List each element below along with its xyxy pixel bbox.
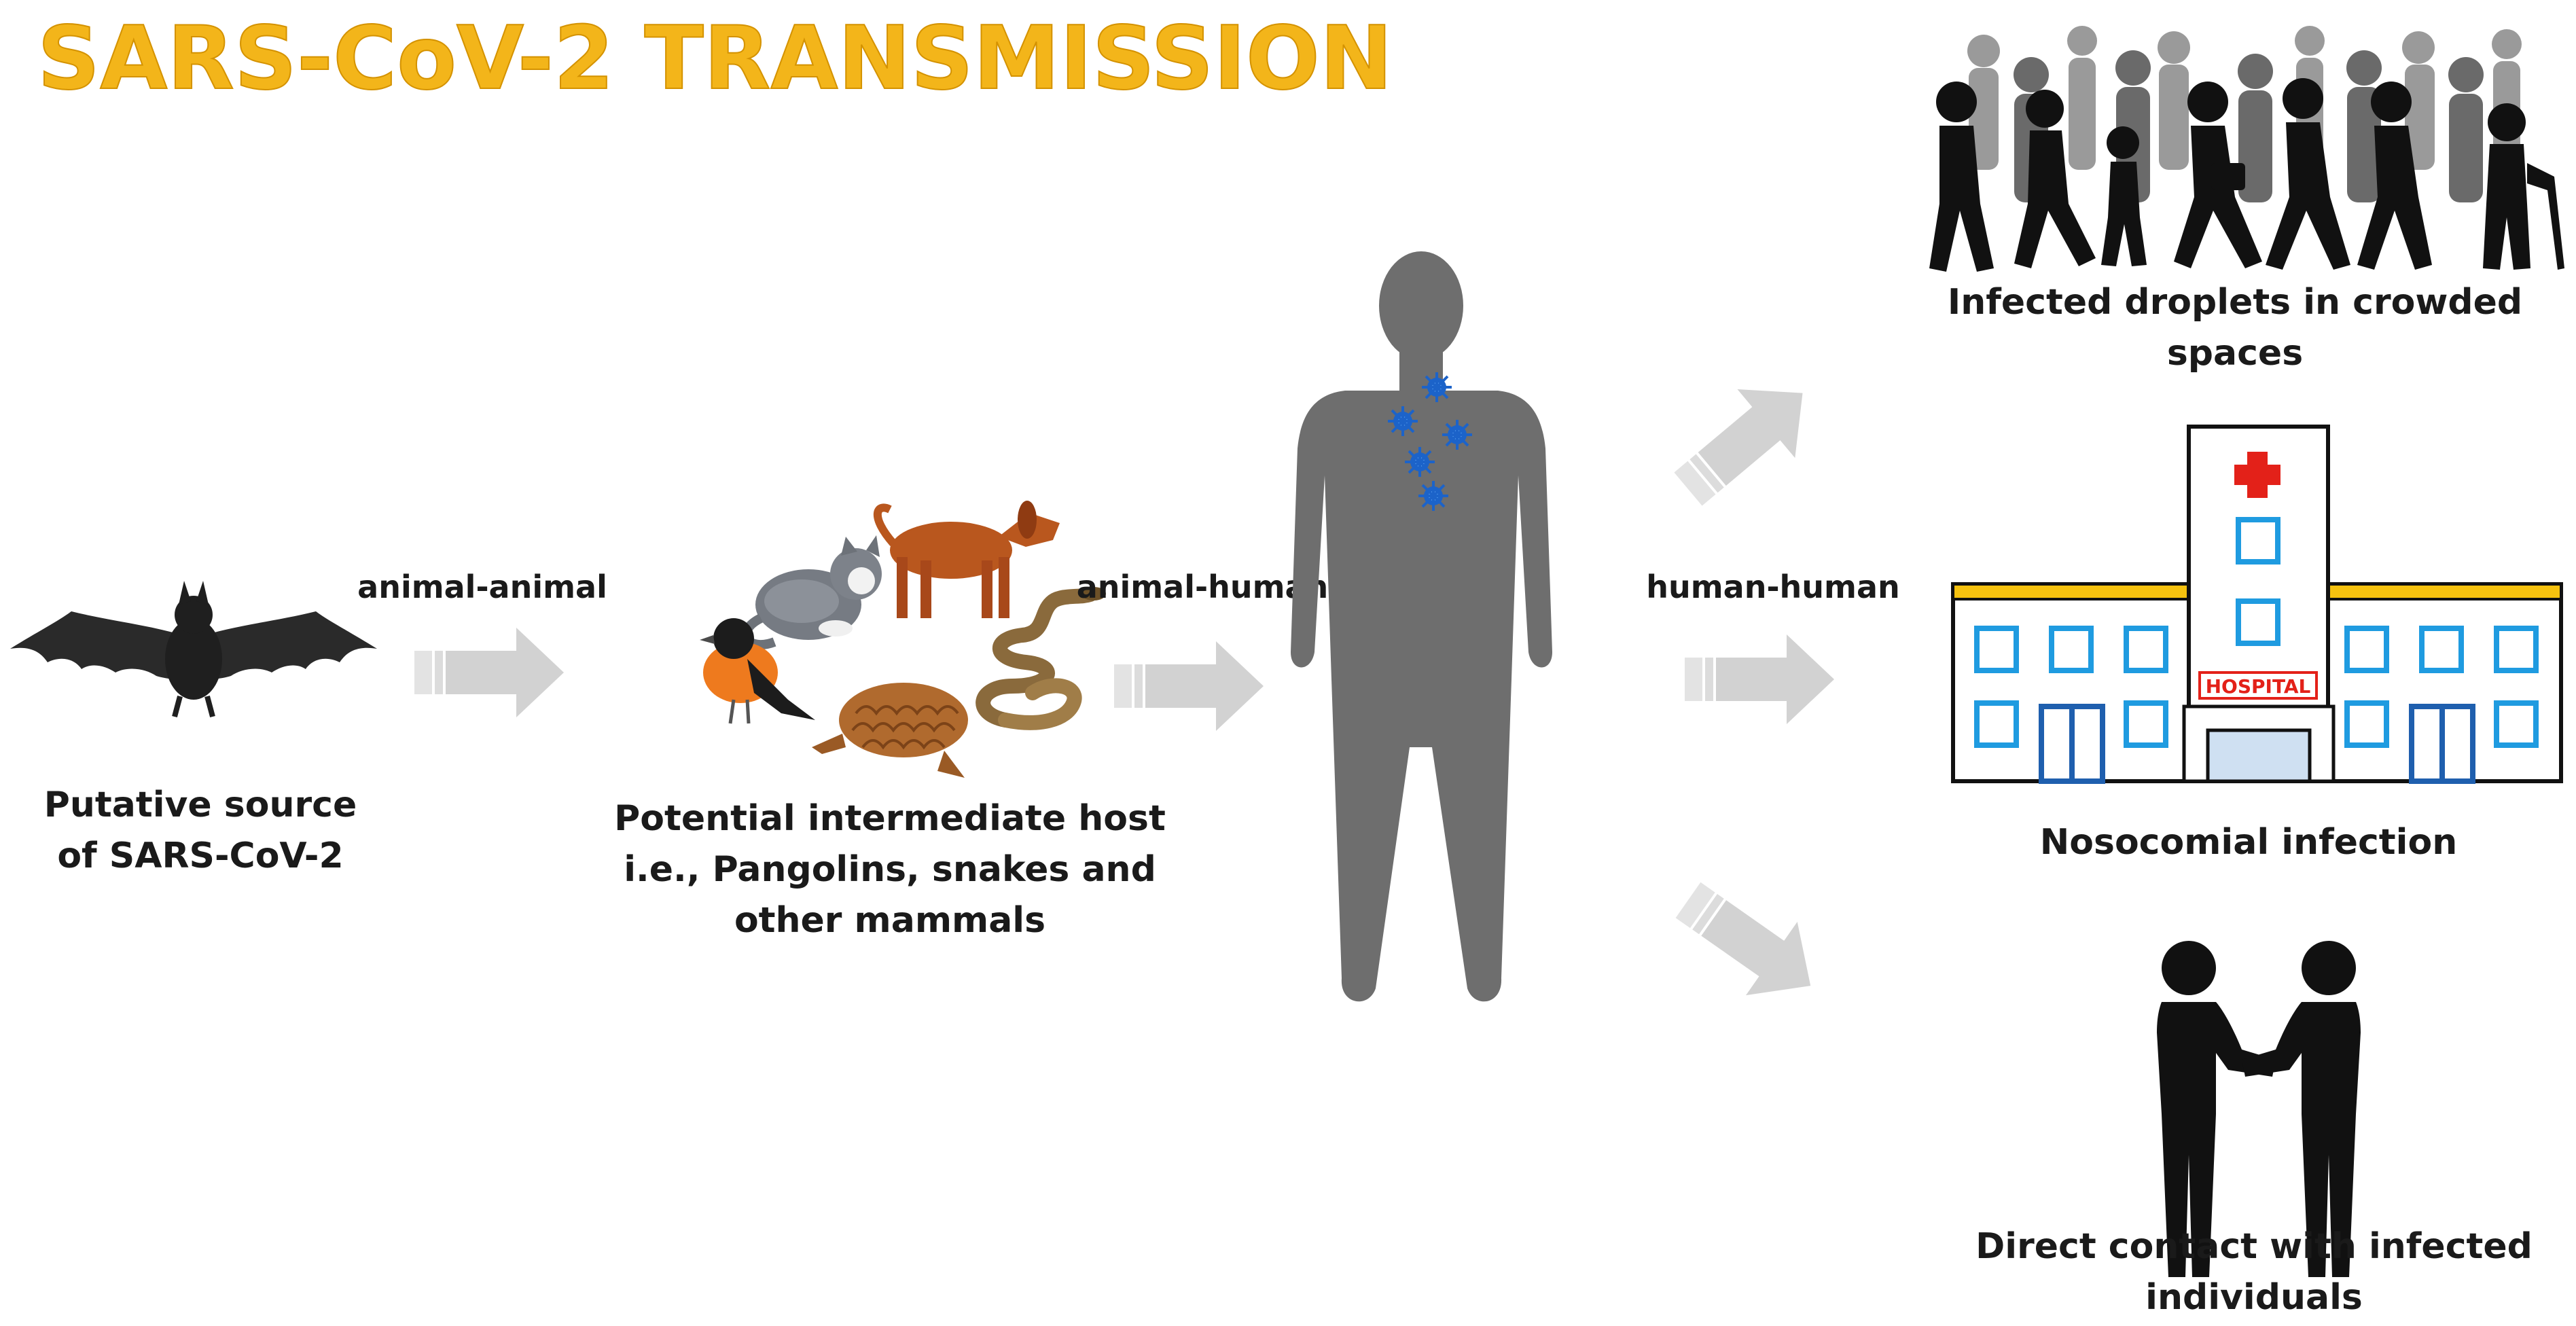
handshake-label-line-1: Direct contact with infected <box>1975 1226 2533 1267</box>
edge-arrow-animal-human <box>1114 641 1264 731</box>
pangolin-icon <box>812 683 968 778</box>
hospital-icon: HOSPITAL <box>1951 425 2563 784</box>
snake-icon <box>976 587 1106 730</box>
crowd-label-line-2: spaces <box>2167 333 2303 374</box>
crowd-label-line-1: Infected droplets in crowded <box>1948 282 2522 323</box>
infected-human-icon <box>1291 251 1552 1002</box>
intermediate-label-line-1: Potential intermediate host <box>614 798 1166 839</box>
edge-label-animal-human: animal-human <box>1077 569 1329 605</box>
hospital-sign: HOSPITAL <box>2206 675 2311 698</box>
handshake-label-line-2: individuals <box>2145 1277 2363 1318</box>
cat-icon <box>741 535 882 649</box>
edge-arrow-to-crowd <box>1659 359 1831 524</box>
crowd-icon <box>1929 26 2564 272</box>
hospital-label: Nosocomial infection <box>2040 822 2457 863</box>
dog-icon <box>873 501 1060 618</box>
bat-label-line-2: of SARS-CoV-2 <box>57 836 343 876</box>
edge-label-human-human: human-human <box>1646 569 1900 605</box>
bat-label-line-1: Putative source <box>44 785 357 825</box>
bird-icon <box>700 618 815 724</box>
animals-icon <box>700 501 1106 778</box>
edge-arrow-animal-animal <box>414 628 564 717</box>
edge-arrow-to-handshake <box>1662 863 1837 1023</box>
edge-arrow-human-human <box>1685 634 1834 724</box>
bat-icon <box>10 581 377 718</box>
diagram-title: SARS-CoV-2 TRANSMISSION <box>37 8 1393 109</box>
intermediate-label-line-3: other mammals <box>734 900 1045 941</box>
edge-label-animal-animal: animal-animal <box>357 569 607 605</box>
handshake-icon <box>2157 941 2361 1277</box>
intermediate-label-line-2: i.e., Pangolins, snakes and <box>624 849 1156 890</box>
